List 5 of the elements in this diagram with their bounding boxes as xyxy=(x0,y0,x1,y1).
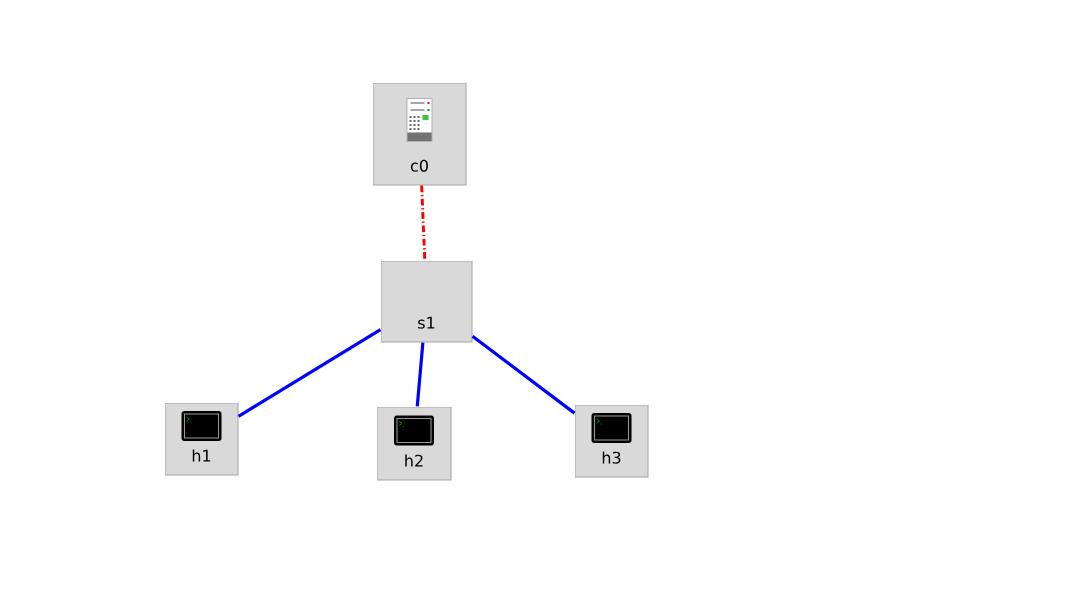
link-line xyxy=(420,185,427,261)
device-box: s1 xyxy=(379,259,474,344)
link-line xyxy=(415,342,425,407)
link-line xyxy=(471,334,576,415)
link-line xyxy=(237,328,382,418)
